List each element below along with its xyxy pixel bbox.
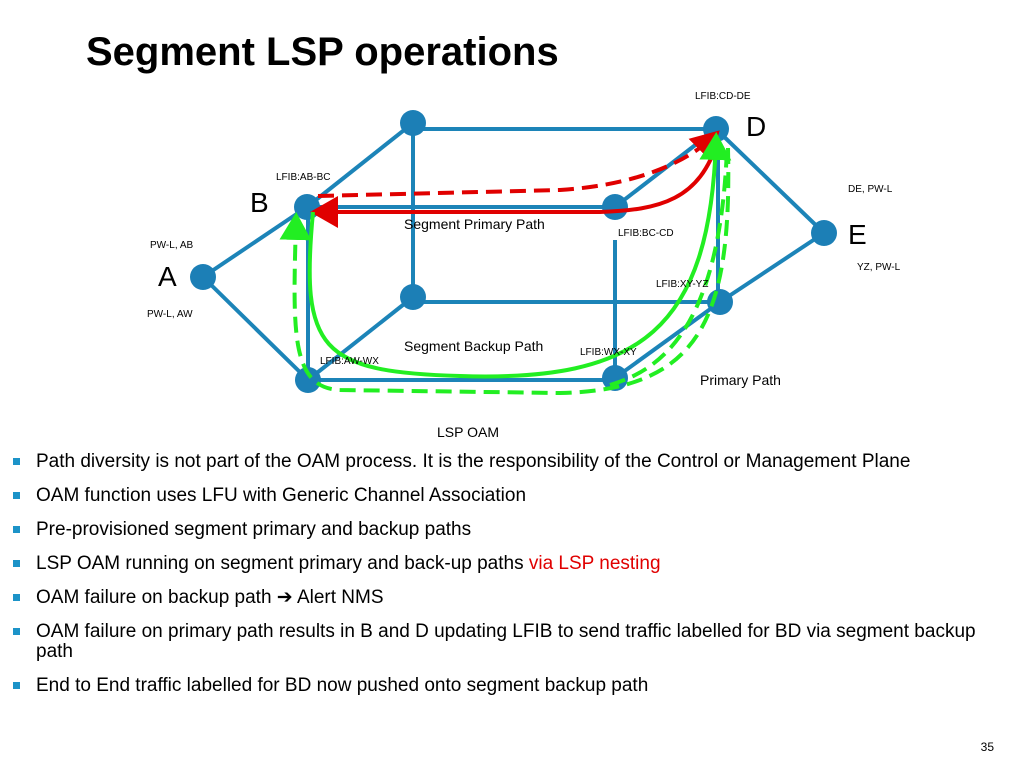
network-diagram: A B D E LFIB:CD-DE LFIB:AB-BC DE, PW-L P… bbox=[147, 91, 901, 440]
bullet-text: Pre-provisioned segment primary and back… bbox=[36, 519, 472, 540]
segment-backup-path-line bbox=[307, 132, 732, 379]
label-pw-l-ab: PW-L, AB bbox=[150, 240, 193, 251]
bullet-square-icon bbox=[13, 492, 20, 499]
bullet-square-icon bbox=[13, 594, 20, 601]
segment-backup-oam-dashed bbox=[279, 147, 731, 396]
label-yz-pw-l: YZ, PW-L bbox=[857, 262, 901, 273]
node-label-e: E bbox=[848, 219, 867, 250]
bullet-square-icon bbox=[13, 458, 20, 465]
bullet-text: OAM function uses LFU with Generic Chann… bbox=[36, 485, 527, 506]
bullet-item: OAM function uses LFU with Generic Chann… bbox=[10, 486, 1010, 506]
label-lsp-oam: LSP OAM bbox=[437, 424, 499, 440]
label-lfib-wx-xy: LFIB:WX-XY bbox=[580, 347, 637, 358]
node-label-d: D bbox=[746, 111, 766, 142]
label-pw-l-aw: PW-L, AW bbox=[147, 309, 193, 320]
node-a bbox=[190, 264, 216, 290]
bullet-text: Path diversity is not part of the OAM pr… bbox=[36, 451, 911, 472]
node-e bbox=[811, 220, 837, 246]
bullet-text: OAM failure on primary path results in B… bbox=[36, 621, 976, 662]
bullet-highlight-text: via LSP nesting bbox=[528, 553, 661, 574]
bullet-item: LSP OAM running on segment primary and b… bbox=[10, 554, 1010, 574]
bullet-item: End to End traffic labelled for BD now p… bbox=[10, 676, 1010, 696]
segment-primary-oam-dashed bbox=[317, 130, 720, 198]
bullet-text: LSP OAM running on segment primary and b… bbox=[36, 553, 529, 574]
link-a-w bbox=[201, 275, 310, 382]
label-segment-primary-path: Segment Primary Path bbox=[404, 216, 545, 232]
bullet-text: End to End traffic labelled for BD now p… bbox=[36, 675, 649, 696]
node-d bbox=[703, 116, 729, 142]
bullet-text: OAM failure on backup path ➔ Alert NMS bbox=[36, 587, 384, 608]
node-b bbox=[294, 194, 320, 220]
bullet-item: Pre-provisioned segment primary and back… bbox=[10, 520, 1010, 540]
bullet-item: OAM failure on primary path results in B… bbox=[10, 622, 1010, 662]
slide-title: Segment LSP operations bbox=[86, 30, 559, 74]
bullet-square-icon bbox=[13, 526, 20, 533]
label-lfib-xy-yz: LFIB:XY-YZ bbox=[656, 279, 708, 290]
label-de-pw-l: DE, PW-L bbox=[848, 184, 893, 195]
bullet-square-icon bbox=[13, 682, 20, 689]
bullet-item: OAM failure on backup path ➔ Alert NMS bbox=[10, 588, 1010, 608]
bullet-square-icon bbox=[13, 560, 20, 567]
label-primary-path: Primary Path bbox=[700, 372, 781, 388]
node-top bbox=[400, 110, 426, 136]
label-lfib-bc-cd: LFIB:BC-CD bbox=[618, 228, 674, 239]
link-d-e bbox=[714, 127, 826, 235]
backup-oam-dashed-to-d bbox=[609, 147, 729, 387]
label-lfib-aw-wx: LFIB:AW-WX bbox=[320, 356, 379, 367]
link-b-top bbox=[305, 121, 415, 209]
node-c bbox=[602, 194, 628, 220]
label-lfib-ab-bc: LFIB:AB-BC bbox=[276, 172, 330, 183]
node-mid bbox=[400, 284, 426, 310]
node-x bbox=[602, 365, 628, 391]
label-lfib-cd-de: LFIB:CD-DE bbox=[695, 91, 751, 102]
node-label-a: A bbox=[158, 261, 177, 292]
link-y-e bbox=[718, 231, 826, 304]
link-mid-w bbox=[306, 295, 415, 382]
link-x-y bbox=[613, 300, 722, 380]
label-segment-backup-path: Segment Backup Path bbox=[404, 338, 543, 354]
node-label-b: B bbox=[250, 187, 269, 218]
bullet-item: Path diversity is not part of the OAM pr… bbox=[10, 452, 1010, 472]
page-number: 35 bbox=[980, 740, 994, 754]
node-w bbox=[295, 367, 321, 393]
bullet-square-icon bbox=[13, 628, 20, 635]
bullet-list: Path diversity is not part of the OAM pr… bbox=[10, 452, 1010, 710]
